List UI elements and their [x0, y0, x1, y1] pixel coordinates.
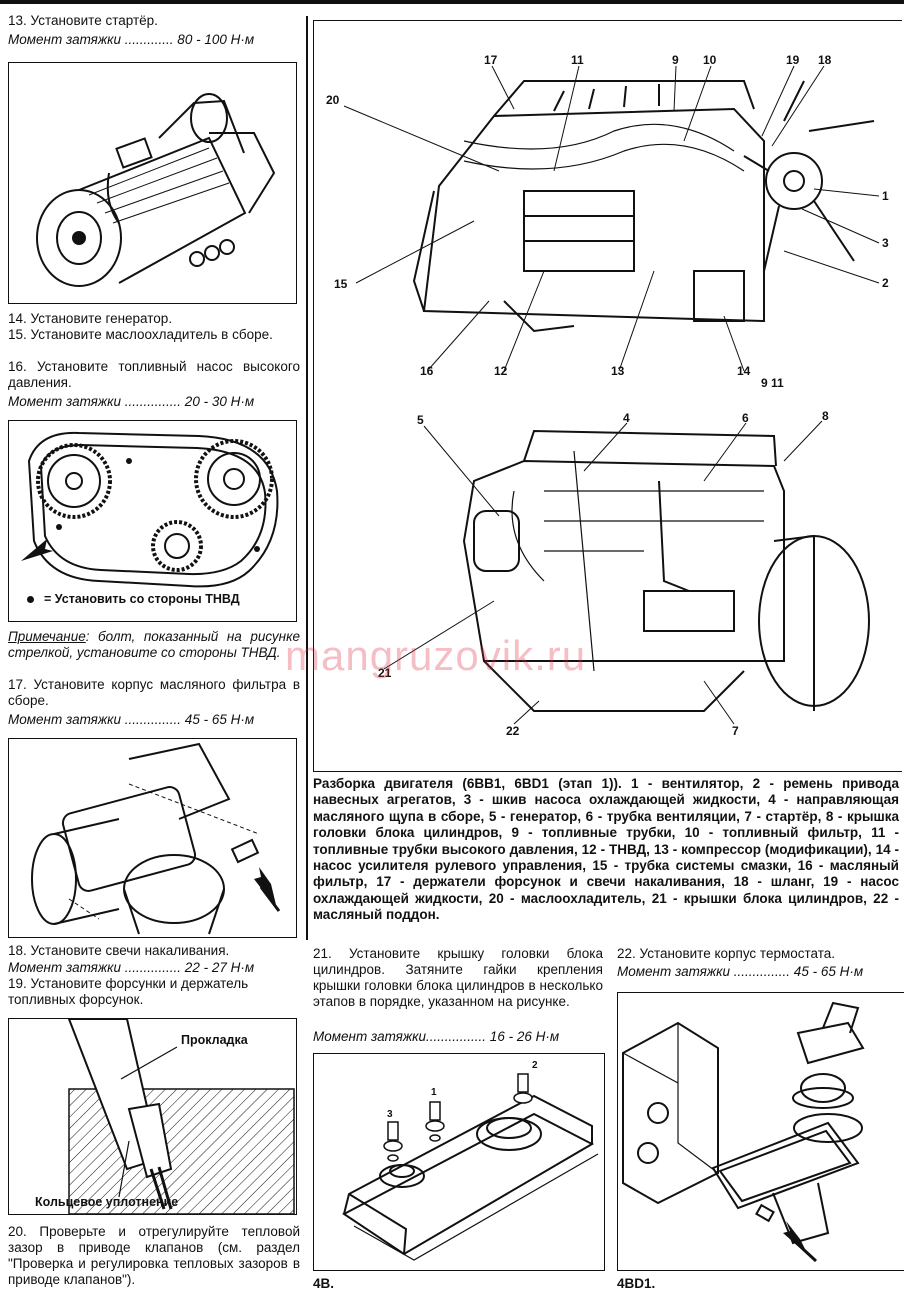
- callout-18: 18: [818, 53, 832, 67]
- torque-17: Момент затяжки ............... 45 - 65 Н…: [8, 712, 255, 727]
- cover-drawing: [342, 1073, 599, 1261]
- torque-18: Момент затяжки ............... 22 - 27 Н…: [8, 960, 255, 975]
- callout-22: 22: [506, 724, 520, 738]
- callout-15: 15: [334, 277, 348, 291]
- step-20: 20. Проверьте и отрегулируйте тепловой з…: [8, 1224, 300, 1287]
- fig-label-4b: 4B.: [313, 1276, 335, 1291]
- callout-20: 20: [326, 93, 340, 107]
- injector-drawing: [67, 1019, 295, 1214]
- step-19: 19. Установите форсунки и держатель топл…: [8, 976, 249, 1007]
- starter-drawing: [36, 93, 276, 287]
- callout-16: 16: [420, 364, 434, 378]
- gasket-label: Прокладка: [181, 1033, 248, 1047]
- callout-12: 12: [494, 364, 508, 378]
- step-22: 22. Установите корпус термостата.: [617, 946, 836, 961]
- callout-1: 1: [882, 189, 889, 203]
- nut-label-2: 2: [532, 1060, 538, 1071]
- callout-6: 6: [742, 411, 749, 425]
- callout-13: 13: [611, 364, 625, 378]
- starter-figure: [8, 62, 297, 304]
- oring-label: Кольцевое уплотнение: [35, 1195, 179, 1209]
- gear-legend: = Установить со стороны ТНВД: [27, 592, 240, 606]
- callout-10: 10: [703, 53, 717, 67]
- watermark: mangruzovik.ru: [285, 632, 587, 679]
- step-14: 14. Установите генератор.: [8, 311, 173, 326]
- callout-7: 7: [732, 724, 739, 738]
- step-13: 13. Установите стартёр.: [8, 13, 158, 28]
- oil-filter-figure: [8, 738, 297, 938]
- step-16: 16. Установите топливный насос высокого …: [8, 359, 300, 390]
- oil-filter-drawing: [31, 742, 281, 935]
- callout-19: 19: [786, 53, 800, 67]
- callout-2: 2: [882, 276, 889, 290]
- torque-13: Момент затяжки ............. 80 - 100 Н·…: [8, 32, 255, 47]
- note: Примечание: болт, показанный на рисунке …: [8, 629, 300, 661]
- page-divider: [306, 16, 308, 940]
- callout-3: 3: [882, 236, 889, 250]
- callout-4: 4: [623, 411, 630, 425]
- note-label: Примечание: [8, 629, 86, 644]
- nut-label-3: 3: [387, 1109, 393, 1120]
- nut-label-1: 1: [431, 1087, 437, 1098]
- gear-legend-text: = Установить со стороны ТНВД: [44, 592, 240, 606]
- callout-5: 5: [417, 413, 424, 427]
- step-21: 21. Установите крышку головки блока цили…: [313, 946, 603, 1009]
- step-18: 18. Установите свечи накаливания.: [8, 943, 230, 958]
- torque-21: Момент затяжки................ 16 - 26 Н…: [313, 1029, 560, 1044]
- top-rule: [0, 0, 904, 4]
- callout-11: 11: [571, 53, 584, 67]
- callout-17: 17: [484, 53, 498, 67]
- cover-figure: 1 2 3: [313, 1053, 605, 1271]
- timing-gears-drawing: [21, 431, 279, 588]
- callout-8: 8: [822, 409, 829, 423]
- callout-14: 14: [737, 364, 751, 378]
- injector-figure: Прокладка Кольцевое уплотнение: [8, 1018, 297, 1215]
- step-17: 17. Установите корпус масляного фильтра …: [8, 677, 300, 708]
- engine-caption: Разборка двигателя (6BB1, 6BD1 (этап 1))…: [313, 776, 899, 923]
- fig-label-4bd1: 4BD1.: [617, 1276, 656, 1291]
- step-15: 15. Установите маслоохладитель в сборе.: [8, 327, 273, 342]
- torque-16: Момент затяжки ............... 20 - 30 Н…: [8, 394, 255, 409]
- callout-9-11: 9 11: [761, 376, 784, 390]
- timing-gears-figure: = Установить со стороны ТНВД: [8, 420, 297, 622]
- note-text: : болт, показанный на рисунке стрелкой, …: [8, 629, 300, 660]
- legend-dot-icon: [27, 596, 34, 604]
- thermostat-drawing: [622, 1001, 865, 1263]
- engine-figure: 17 11 9 10 19 18 20 1 3 2 15 16 12 13 14…: [313, 20, 902, 772]
- engine-drawing: [343, 65, 880, 725]
- thermostat-figure: [617, 992, 904, 1271]
- callout-9: 9: [672, 53, 679, 67]
- callout-21: 21: [378, 666, 392, 680]
- torque-22: Момент затяжки ............... 45 - 65 Н…: [617, 964, 864, 979]
